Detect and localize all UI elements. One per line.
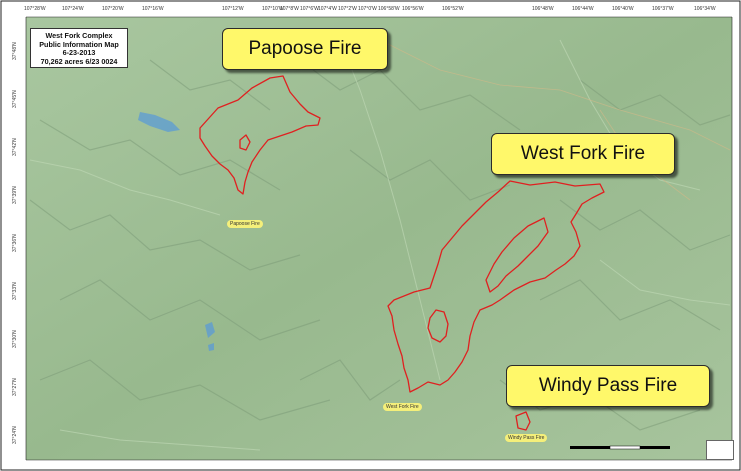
- lon-tick-label: 107°10'W: [262, 6, 284, 12]
- lat-tick-label: 37°24'N: [12, 426, 18, 444]
- papoose-fire-perimeter: [199, 75, 321, 195]
- lon-tick-label: 106°37'W: [652, 6, 674, 12]
- graticule-ticks: [25, 16, 733, 461]
- west-fork-fire-perimeter: [387, 180, 605, 393]
- callout-windy-pass-fire: Windy Pass Fire: [506, 365, 710, 407]
- west-fork-fire-inner-2: [427, 309, 449, 343]
- lat-tick-label: 37°33'N: [12, 282, 18, 300]
- lon-tick-label: 107°2'W: [338, 6, 357, 12]
- callout-papoose-fire: Papoose Fire: [222, 28, 388, 70]
- windy-pass-fire-perimeter: [515, 411, 531, 431]
- scale-bar: [570, 445, 670, 450]
- lon-tick-label: 106°48'W: [532, 6, 554, 12]
- lon-tick-label: 106°52'W: [442, 6, 464, 12]
- lat-tick-label: 37°36'N: [12, 234, 18, 252]
- lake-small-2: [208, 343, 214, 351]
- lon-tick-label: 106°34'W: [694, 6, 716, 12]
- lat-tick-label: 37°39'N: [12, 186, 18, 204]
- map-label-papoose: Papoose Fire: [227, 220, 263, 228]
- lon-tick-label: 106°58'W: [378, 6, 400, 12]
- fire-perimeters: [199, 75, 605, 431]
- reservoir: [138, 112, 180, 132]
- lon-tick-label: 107°6'W: [300, 6, 319, 12]
- lat-tick-label: 37°42'N: [12, 138, 18, 156]
- map-acreage: 70,262 acres 6/23 0024: [40, 56, 118, 66]
- lon-tick-label: 107°8'W: [280, 6, 299, 12]
- lon-tick-label: 106°44'W: [572, 6, 594, 12]
- map-label-windy-pass: Windy Pass Fire: [505, 434, 548, 442]
- callout-papoose-label: Papoose Fire: [248, 38, 362, 59]
- lat-tick-label: 37°45'N: [12, 90, 18, 108]
- terrain-ridges: [29, 59, 731, 431]
- lat-tick-label: 37°27'N: [12, 378, 18, 396]
- lon-tick-label: 107°4'W: [318, 6, 337, 12]
- map-date: 6-23-2013: [62, 48, 96, 58]
- lon-tick-label: 107°24'W: [62, 6, 84, 12]
- lon-tick-label: 107°28'W: [24, 6, 46, 12]
- lat-tick-label: 37°48'N: [12, 42, 18, 60]
- callout-windy-pass-label: Windy Pass Fire: [538, 375, 678, 396]
- map-title: West Fork Complex: [45, 31, 113, 40]
- lon-tick-label: 106°40'W: [612, 6, 634, 12]
- lat-tick-label: 37°30'N: [12, 330, 18, 348]
- lon-tick-label: 107°0'W: [358, 6, 377, 12]
- papoose-fire-inner: [239, 134, 251, 151]
- lon-tick-label: 107°12'W: [222, 6, 244, 12]
- map-subtitle: Public Information Map: [39, 39, 119, 49]
- lake-small-1: [205, 322, 215, 338]
- map-title-box: West Fork Complex Public Information Map…: [30, 28, 128, 68]
- west-fork-fire-inner-1: [485, 217, 549, 293]
- legend-box: [706, 440, 734, 460]
- lon-tick-label: 107°20'W: [102, 6, 124, 12]
- lon-tick-label: 107°16'W: [142, 6, 164, 12]
- callout-west-fork-fire: West Fork Fire: [491, 133, 675, 175]
- lon-tick-label: 106°56'W: [402, 6, 424, 12]
- map-label-west-fork: West Fork Fire: [383, 403, 422, 411]
- callout-west-fork-label: West Fork Fire: [520, 143, 646, 164]
